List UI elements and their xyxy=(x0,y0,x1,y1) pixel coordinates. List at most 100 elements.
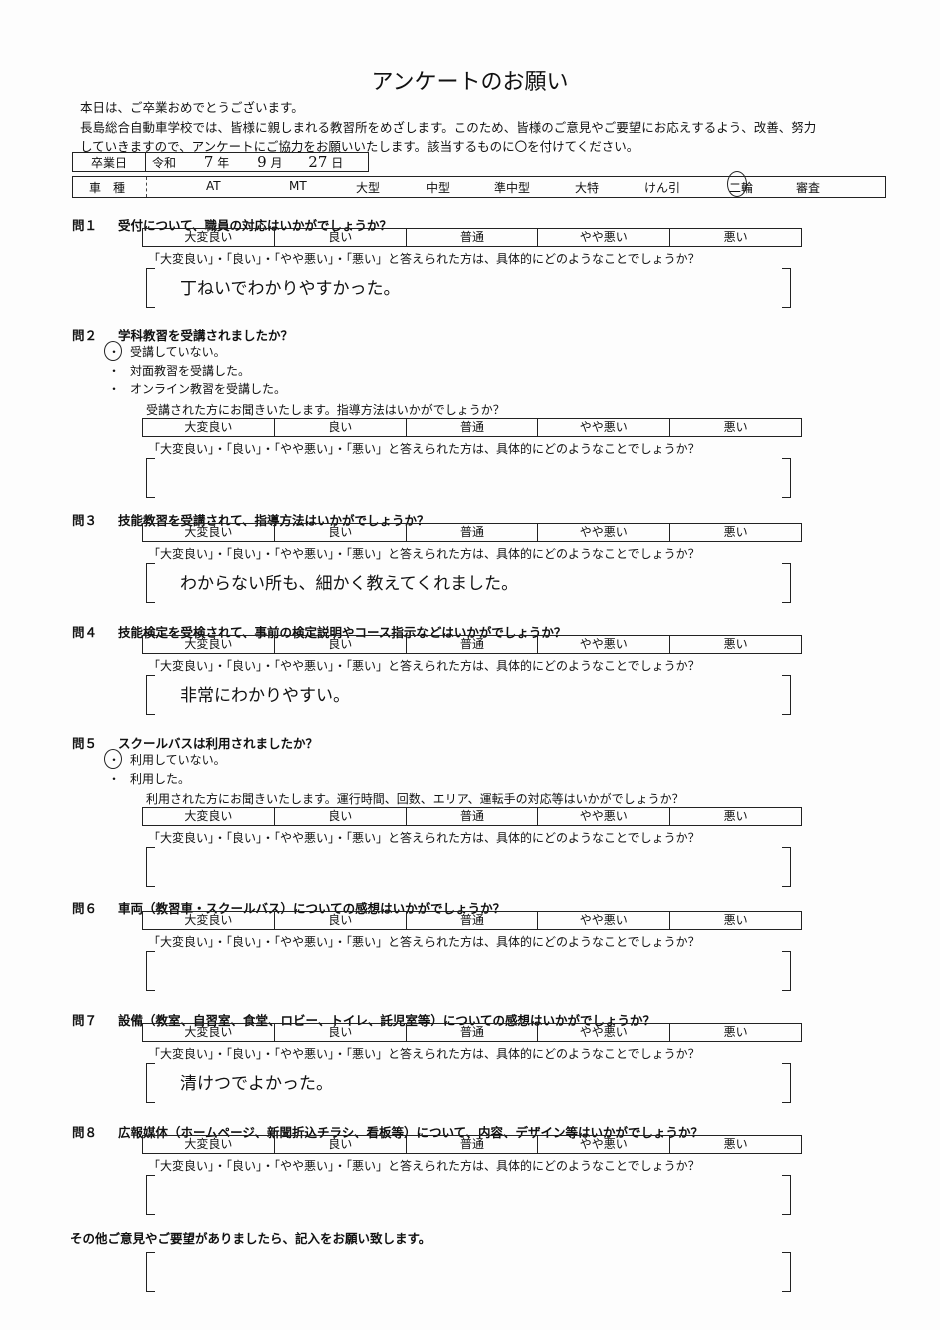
rating-option[interactable]: 良い xyxy=(275,808,407,825)
rating-option[interactable]: 良い xyxy=(275,1136,407,1153)
rating-option[interactable]: 悪い xyxy=(723,1137,748,1151)
bracket-right xyxy=(782,1063,791,1103)
question-number: 問６ xyxy=(72,901,98,916)
rating-option[interactable]: 普通 xyxy=(407,524,539,541)
choice-option[interactable]: 対面教習を受講した。 xyxy=(130,363,251,378)
vehicle-option[interactable]: MT xyxy=(289,179,307,193)
bracket-left xyxy=(146,268,155,308)
year-unit: 年 xyxy=(217,156,230,170)
answer-text[interactable] xyxy=(180,464,770,492)
answer-text[interactable] xyxy=(180,853,770,881)
rating-option[interactable]: 大変良い xyxy=(143,1136,275,1153)
rating-option[interactable]: やや悪い xyxy=(538,524,671,541)
rating-scale: 大変良い良い普通やや悪い 悪い xyxy=(142,807,802,826)
bracket-left xyxy=(146,1252,155,1292)
selection-circle xyxy=(104,749,122,769)
answer-text[interactable] xyxy=(180,1181,770,1209)
rating-option[interactable]: 普通 xyxy=(407,229,539,246)
rating-option[interactable]: やや悪い xyxy=(538,229,671,246)
rating-scale: 大変良い良い普通やや悪い 悪い xyxy=(142,417,802,437)
rating-option[interactable]: やや悪い xyxy=(538,808,671,825)
intro-line: 長島総合自動車学校では、皆様に親しまれる教習所をめざします。このため、皆様のご意… xyxy=(80,120,817,135)
question-text: 技能教習を受講されて、指導方法はいかがでしょうか？ xyxy=(118,513,430,528)
rating-option[interactable]: 普通 xyxy=(407,912,539,929)
bracket-right xyxy=(782,1175,791,1215)
rating-option[interactable]: 大変良い xyxy=(143,418,275,436)
answer-text[interactable]: わからない所も、細かく教えてくれました。 xyxy=(180,574,519,594)
rating-option[interactable]: やや悪い xyxy=(538,636,671,653)
question-number: 問３ xyxy=(72,513,98,528)
sub-question: 利用された方にお聞きいたします。運行時間、回数、エリア、運転手の対応等はいかがで… xyxy=(146,792,684,806)
rating-option[interactable]: 大変良い xyxy=(143,524,275,541)
graduation-date-field[interactable]: 令和 7 年 9 月 27 日 xyxy=(145,152,369,172)
answer-text[interactable] xyxy=(180,957,770,985)
question-number: 問７ xyxy=(72,1013,98,1028)
rating-option[interactable]: 良い xyxy=(275,1024,407,1041)
rating-option[interactable]: 良い xyxy=(275,418,407,436)
rating-option[interactable]: 悪い xyxy=(723,637,748,651)
bracket-right xyxy=(782,457,791,498)
rating-option[interactable]: 大変良い xyxy=(143,229,275,246)
answer-text[interactable]: 丁ねいでわかりやすかった。 xyxy=(180,279,401,299)
bracket-right xyxy=(782,268,791,308)
rating-option[interactable]: 悪い xyxy=(723,1025,748,1039)
choice-option[interactable]: オンライン教習を受講した。 xyxy=(130,382,287,396)
bracket-left xyxy=(146,847,155,887)
rating-option[interactable]: 悪い xyxy=(723,419,748,434)
rating-option[interactable]: 良い xyxy=(275,912,407,929)
bracket-right xyxy=(782,847,791,887)
selection-circle xyxy=(727,171,747,197)
vehicle-label: 車 種 xyxy=(89,181,126,195)
vehicle-option[interactable]: 大特 xyxy=(575,181,600,195)
vehicle-option[interactable]: 大型 xyxy=(356,181,381,195)
rating-scale: 大変良い良い普通やや悪い 悪い xyxy=(142,1023,802,1042)
vehicle-option[interactable]: 審査 xyxy=(796,181,821,195)
rating-option[interactable]: やや悪い xyxy=(538,912,671,929)
rating-option[interactable]: やや悪い xyxy=(538,418,671,436)
vehicle-option[interactable]: 準中型 xyxy=(494,181,531,195)
rating-scale: 大変良い良い普通やや悪い 悪い xyxy=(142,911,802,930)
answer-text[interactable]: 非常にわかりやすい。 xyxy=(180,686,350,706)
rating-option[interactable]: 普通 xyxy=(407,636,539,653)
rating-option[interactable]: 普通 xyxy=(407,1136,539,1153)
question-text: 設備（教室、自習室、食堂、ロビー、トイレ、託児室等）についての感想はいかがでしょ… xyxy=(118,1013,656,1028)
rating-option[interactable]: 悪い xyxy=(723,913,748,927)
follow-up-prompt: 「大変良い」・「良い」・「やや悪い」・「悪い」と答えられた方は、具体的にどのよう… xyxy=(148,831,700,845)
page-title: アンケートのお願い xyxy=(371,70,569,95)
era: 令和 xyxy=(152,156,177,170)
bracket-left xyxy=(146,1175,155,1215)
rating-option[interactable]: 悪い xyxy=(723,230,748,244)
question-number: 問２ xyxy=(72,328,98,343)
vehicle-option[interactable]: けん引 xyxy=(644,181,681,195)
rating-option[interactable]: 普通 xyxy=(407,1024,539,1041)
question-text: 学科教習を受講されましたか？ xyxy=(118,328,294,343)
rating-option[interactable]: 大変良い xyxy=(143,912,275,929)
choice-option[interactable]: 利用した。 xyxy=(130,771,191,786)
choice-option[interactable]: 利用していない。 xyxy=(130,753,226,767)
bracket-left xyxy=(146,951,155,991)
day-value: 27 xyxy=(308,153,328,171)
rating-option[interactable]: 普通 xyxy=(407,418,539,436)
question-number: 問１ xyxy=(72,218,98,233)
vehicle-option[interactable]: AT xyxy=(206,179,221,193)
rating-option[interactable]: 大変良い xyxy=(143,808,275,825)
answer-text[interactable] xyxy=(180,1258,770,1286)
rating-option[interactable]: 悪い xyxy=(723,525,748,539)
bullet: ・ xyxy=(108,382,121,396)
rating-scale: 大変良い良い普通やや悪い 悪い xyxy=(142,635,802,654)
rating-option[interactable]: 普通 xyxy=(407,808,539,825)
rating-option[interactable]: やや悪い xyxy=(538,1024,671,1041)
rating-option[interactable]: やや悪い xyxy=(538,1136,671,1153)
rating-option[interactable]: 悪い xyxy=(723,809,748,823)
rating-option[interactable]: 大変良い xyxy=(143,636,275,653)
rating-option[interactable]: 良い xyxy=(275,636,407,653)
vehicle-option[interactable]: 中型 xyxy=(426,181,451,195)
bracket-left xyxy=(146,1063,155,1103)
answer-text[interactable]: 清けつでよかった。 xyxy=(180,1074,333,1094)
bullet: ・ xyxy=(108,363,121,378)
rating-option[interactable]: 良い xyxy=(275,229,407,246)
rating-option[interactable]: 良い xyxy=(275,524,407,541)
bracket-right xyxy=(782,563,791,603)
choice-option[interactable]: 受講していない。 xyxy=(130,345,226,359)
rating-option[interactable]: 大変良い xyxy=(143,1024,275,1041)
